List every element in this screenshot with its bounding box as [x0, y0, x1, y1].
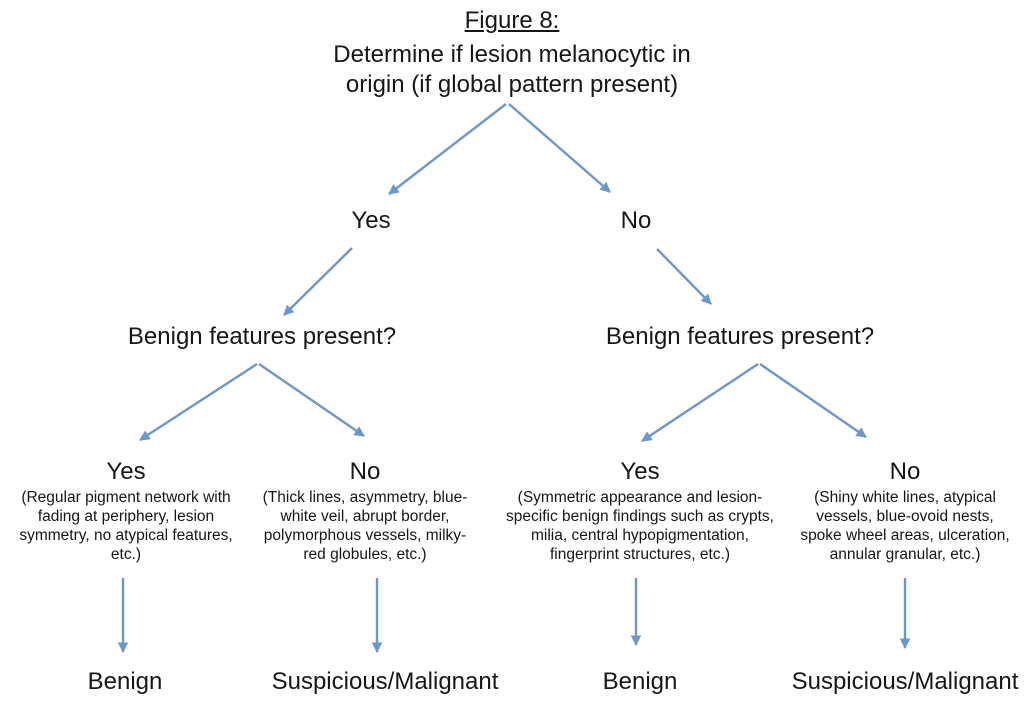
- left-yes-node: Yes (Regular pigment network with fading…: [19, 458, 232, 564]
- right-no-label: No: [889, 458, 921, 485]
- left-benign-features-question: Benign features present?: [127, 323, 397, 350]
- right-no-detail-line: vessels, blue-ovoid nests,: [816, 508, 994, 525]
- root-question-line-1: Determine if lesion melanocytic in: [333, 41, 691, 68]
- arrow-left-question-to-yes: [139, 362, 258, 442]
- left-yes-detail-line: symmetry, no atypical features,: [19, 527, 233, 544]
- outcome-right-benign: Benign: [602, 668, 678, 695]
- root-question: Determine if lesion melanocytic in origi…: [333, 40, 690, 100]
- right-no-detail-line: (Shiny white lines, atypical: [814, 489, 996, 506]
- left-yes-label: Yes: [106, 458, 146, 485]
- level1-no-label: No: [620, 207, 652, 234]
- right-yes-detail-line: milia, central hypopigmentation,: [531, 527, 749, 544]
- left-no-node: No (Thick lines, asymmetry, blue- white …: [263, 458, 468, 564]
- arrow-right-no-to-right-question: [656, 248, 712, 305]
- arrow-root-to-left-yes: [388, 103, 507, 195]
- right-no-detail-line: annular granular, etc.): [829, 546, 981, 563]
- left-no-detail-line: (Thick lines, asymmetry, blue-: [262, 489, 468, 506]
- left-no-detail-line: polymorphous vessels, milky-: [263, 527, 467, 544]
- right-no-node: No (Shiny white lines, atypical vessels,…: [800, 458, 1009, 564]
- right-yes-node: Yes (Symmetric appearance and lesion- sp…: [506, 458, 774, 564]
- left-yes-detail-line: (Regular pigment network with: [21, 489, 231, 506]
- left-no-label: No: [349, 458, 381, 485]
- right-yes-detail-line: fingerprint structures, etc.): [549, 546, 731, 563]
- left-no-detail-line: white veil, abrupt border,: [280, 508, 450, 525]
- right-yes-label: Yes: [620, 458, 660, 485]
- level1-yes-label: Yes: [351, 207, 391, 234]
- right-no-detail-line: spoke wheel areas, ulceration,: [800, 527, 1010, 544]
- arrow-right-question-to-no: [759, 363, 867, 438]
- arrow-left-yes-to-left-question: [283, 247, 353, 316]
- right-yes-detail-line: specific benign findings such as crypts,: [506, 508, 774, 525]
- arrow-root-to-right-no: [508, 103, 611, 193]
- left-yes-detail-line: etc.): [110, 546, 142, 563]
- outcome-right-suspicious-malignant: Suspicious/Malignant: [791, 668, 1019, 695]
- outcome-left-suspicious-malignant: Suspicious/Malignant: [271, 668, 499, 695]
- left-yes-detail-line: fading at periphery, lesion: [37, 508, 215, 525]
- arrow-left-question-to-no: [258, 363, 365, 437]
- arrow-right-question-to-yes: [641, 363, 759, 442]
- right-yes-detail-line: (Symmetric appearance and lesion-: [517, 489, 763, 506]
- left-no-detail-line: red globules, etc.): [303, 546, 427, 563]
- outcome-left-benign: Benign: [87, 668, 163, 695]
- figure-label: Figure 8:: [464, 7, 560, 34]
- right-benign-features-question: Benign features present?: [605, 323, 875, 350]
- root-question-line-2: origin (if global pattern present): [345, 71, 679, 98]
